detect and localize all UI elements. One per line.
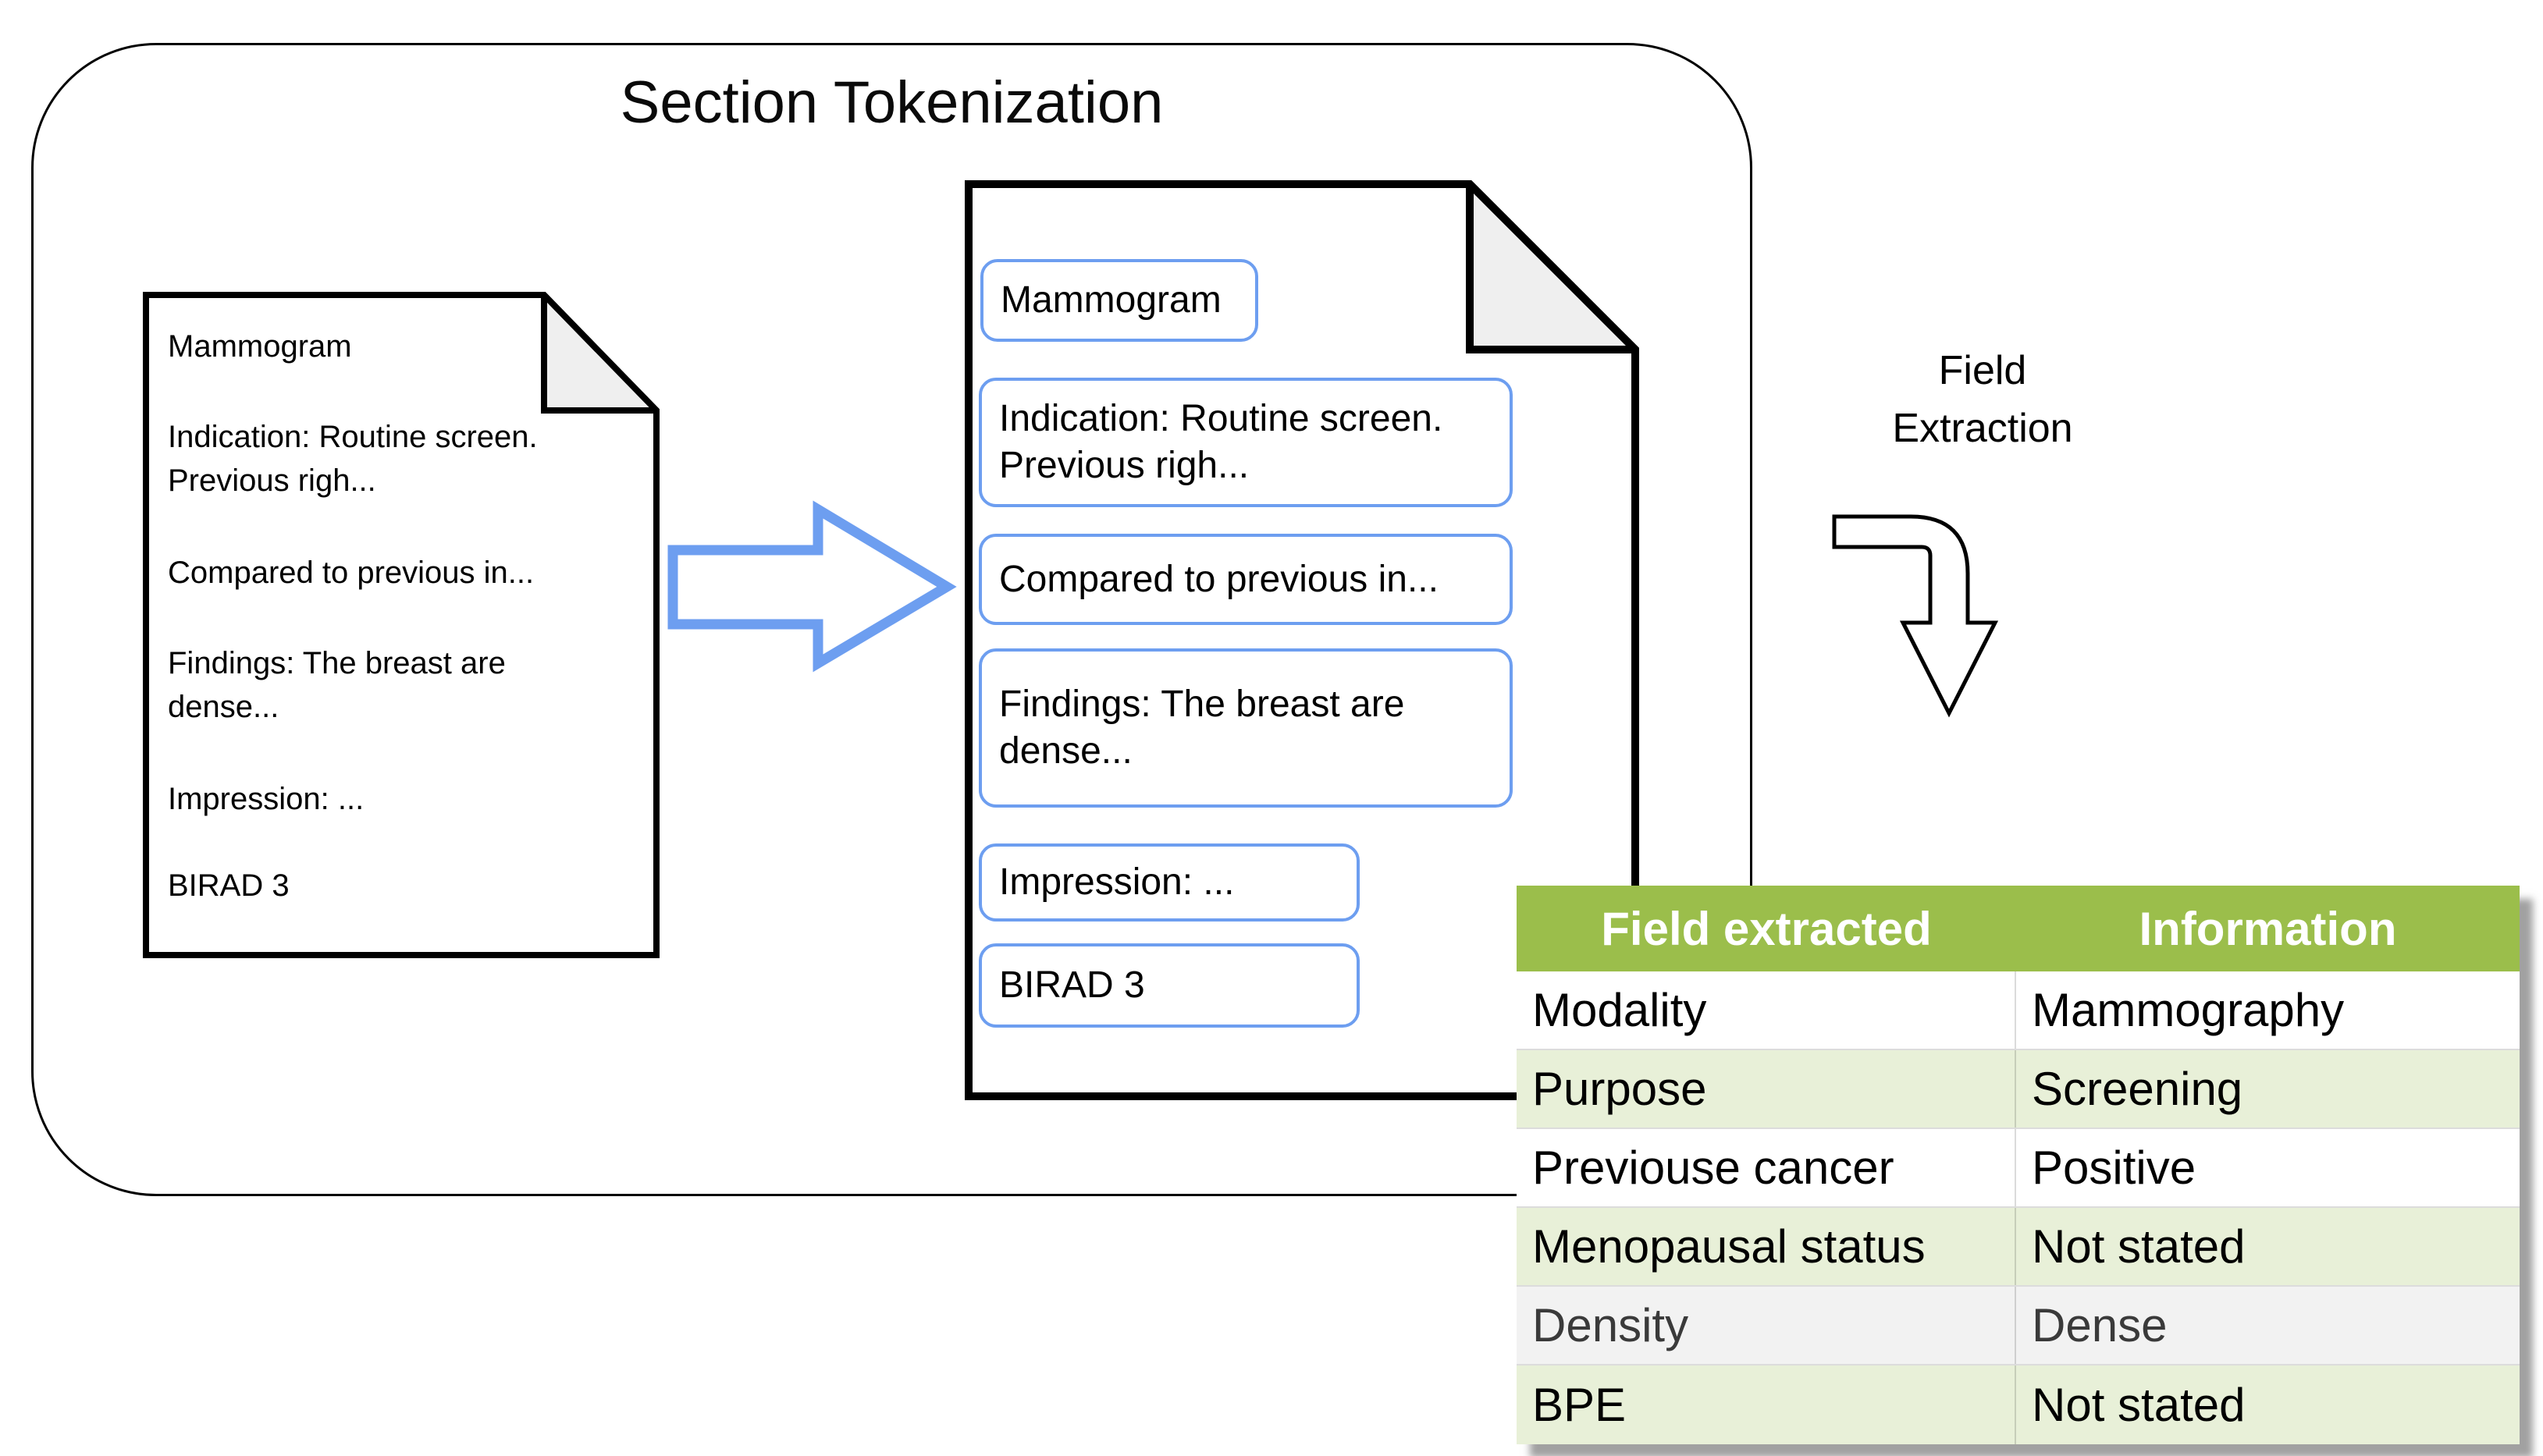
section-token-box: Compared to previous in... bbox=[979, 534, 1513, 625]
source-paragraph: Compared to previous in... bbox=[168, 556, 535, 590]
section-token-box: BIRAD 3 bbox=[979, 943, 1360, 1028]
field-cell: Modality bbox=[1517, 971, 2016, 1049]
source-paragraph: Mammogram bbox=[168, 329, 352, 364]
field-cell: Purpose bbox=[1517, 1050, 2016, 1128]
field-extraction-label: Field Extraction bbox=[1892, 348, 2073, 451]
table-header-field: Field extracted bbox=[1601, 902, 1932, 955]
section-token-label: Impression: ... bbox=[999, 861, 1235, 903]
info-cell: Dense bbox=[2032, 1299, 2168, 1351]
field-cell: BPE bbox=[1517, 1365, 2016, 1444]
down-bent-arrow-icon bbox=[1832, 514, 1999, 718]
source-paragraph: Findings: The breast are dense... bbox=[168, 646, 506, 724]
section-token-label: Findings: The breast are dense... bbox=[999, 684, 1405, 772]
info-cell: Mammography bbox=[2032, 984, 2345, 1036]
info-cell: Not stated bbox=[2032, 1379, 2246, 1431]
info-cell: Not stated bbox=[2032, 1220, 2246, 1273]
table-row: Previouse cancer Positive bbox=[1517, 1129, 2520, 1208]
folded-corner-icon bbox=[1466, 180, 1639, 353]
section-token-box: Mammogram bbox=[980, 259, 1258, 342]
section-token-label: BIRAD 3 bbox=[999, 964, 1145, 1006]
source-paragraph: Impression: ... bbox=[168, 782, 365, 816]
info-cell: Screening bbox=[2032, 1063, 2243, 1115]
table-row: Menopausal status Not stated bbox=[1517, 1208, 2520, 1287]
field-cell: Menopausal status bbox=[1517, 1208, 2016, 1285]
table-header-information: Information bbox=[2139, 902, 2397, 955]
section-token-label: Mammogram bbox=[1001, 279, 1222, 321]
table-row: Purpose Screening bbox=[1517, 1050, 2520, 1129]
section-token-box: Indication: Routine screen. Previous rig… bbox=[979, 378, 1513, 507]
field-extraction-table: Field extracted Information Modality Mam… bbox=[1517, 886, 2520, 1444]
table-row: BPE Not stated bbox=[1517, 1365, 2520, 1444]
field-cell: Previouse cancer bbox=[1517, 1129, 2016, 1206]
table-row: Modality Mammography bbox=[1517, 971, 2520, 1050]
section-token-box: Findings: The breast are dense... bbox=[979, 648, 1513, 808]
section-token-label: Compared to previous in... bbox=[999, 558, 1439, 600]
section-token-box: Impression: ... bbox=[979, 843, 1360, 922]
source-document-icon bbox=[143, 292, 660, 958]
table-row: Density Dense bbox=[1517, 1287, 2520, 1365]
info-cell: Positive bbox=[2032, 1142, 2196, 1194]
source-paragraph: Indication: Routine screen. Previous rig… bbox=[168, 420, 538, 498]
source-paragraph: BIRAD 3 bbox=[168, 868, 290, 903]
field-cell: Density bbox=[1517, 1287, 2016, 1364]
right-arrow-icon bbox=[667, 500, 957, 673]
section-token-label: Indication: Routine screen. Previous rig… bbox=[999, 398, 1443, 486]
diagram-title: Section Tokenization bbox=[620, 69, 1164, 136]
table-header-row: Field extracted Information bbox=[1517, 886, 2520, 971]
folded-corner-icon bbox=[541, 292, 660, 414]
